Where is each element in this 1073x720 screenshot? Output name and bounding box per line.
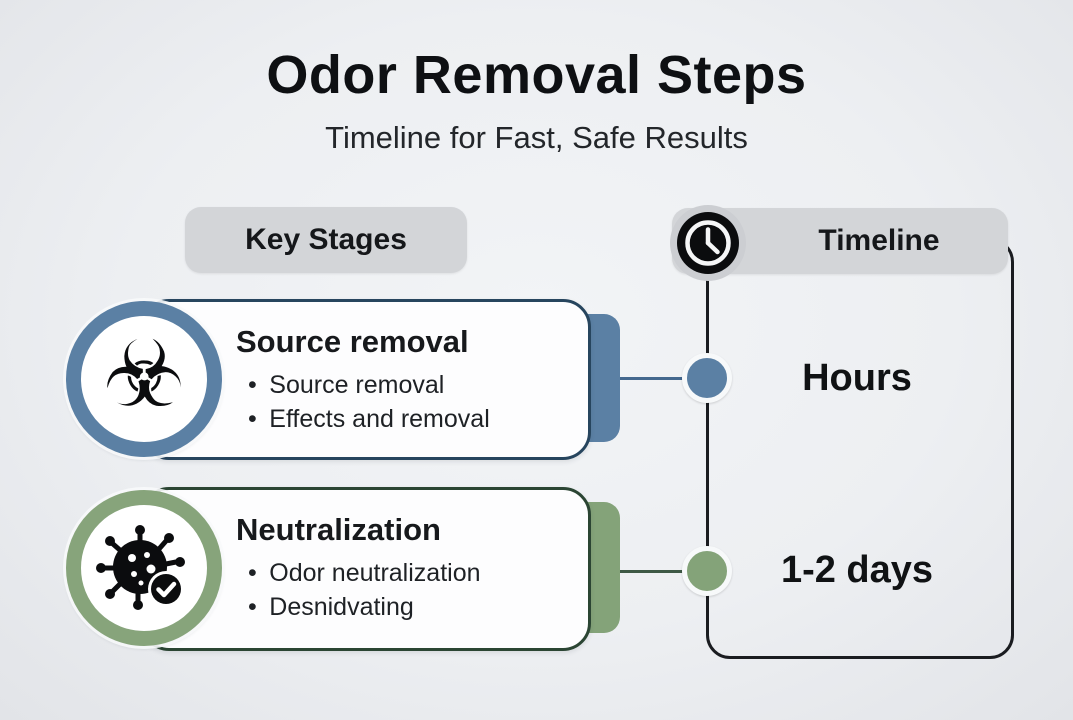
timeline-label: Timeline bbox=[818, 224, 940, 257]
stage-2-bullet-list: Odor neutralization Desnidvating bbox=[248, 556, 481, 624]
connector-line-stage-2 bbox=[616, 570, 694, 573]
stage-1-title: Source removal bbox=[236, 324, 469, 359]
stage-2-bullet: Desnidvating bbox=[248, 590, 481, 624]
connector-line-stage-1 bbox=[616, 377, 694, 380]
stage-2-icon-ring bbox=[66, 490, 222, 646]
stage-1-bullet-list: Source removal Effects and removal bbox=[248, 368, 490, 436]
germ-check-icon bbox=[96, 525, 185, 610]
stage-1-icon-ring: ☣ bbox=[66, 301, 222, 457]
stage-2-duration: 1-2 days bbox=[780, 549, 934, 591]
key-stages-label: Key Stages bbox=[245, 223, 407, 256]
timeline-frame bbox=[706, 238, 1014, 659]
timeline-dot-stage-1 bbox=[682, 353, 732, 403]
stage-1-bullet: Effects and removal bbox=[248, 402, 489, 436]
stage-2-title: Neutralization bbox=[236, 512, 441, 547]
page-subtitle: Timeline for Fast, Safe Results bbox=[325, 120, 748, 155]
stage-card-source-removal: Source removal Source removal Effects an… bbox=[141, 299, 591, 460]
stage-2-bullet: Odor neutralization bbox=[248, 556, 480, 590]
page-title: Odor Removal Steps bbox=[266, 45, 807, 105]
key-stages-badge: Key Stages bbox=[185, 207, 467, 273]
stage-1-duration: Hours bbox=[802, 357, 912, 399]
timeline-dot-stage-2 bbox=[682, 546, 732, 596]
stage-1-bullet: Source removal bbox=[248, 368, 490, 402]
clock-icon bbox=[669, 204, 747, 282]
biohazard-icon: ☣ bbox=[102, 321, 186, 428]
